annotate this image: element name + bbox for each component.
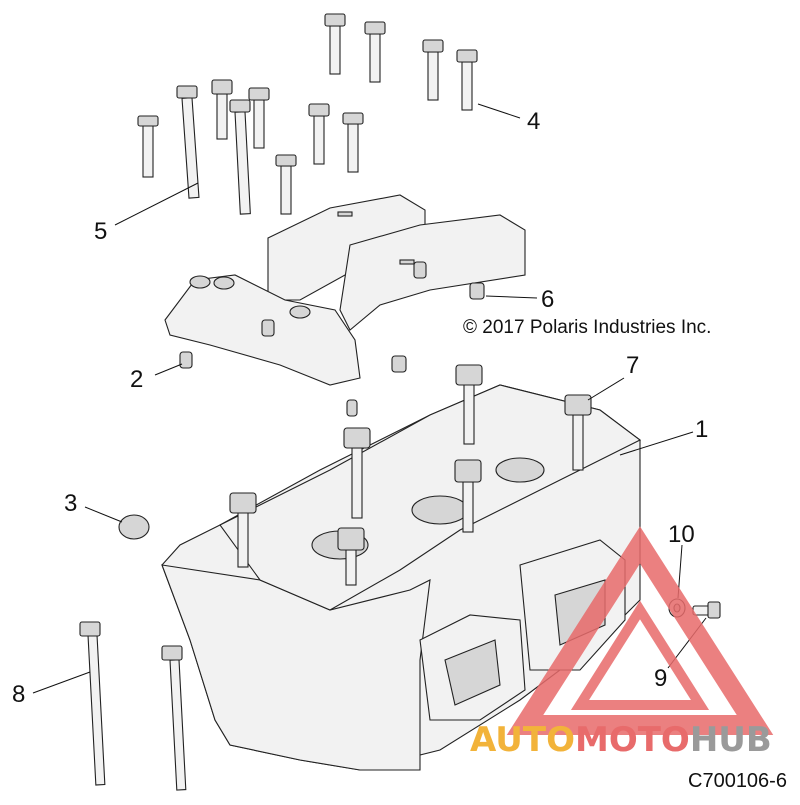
leader-lines (32, 103, 707, 694)
long-bolt-group-8 (79, 621, 187, 791)
watermark-text: AUTOMOTOHUB (470, 720, 772, 760)
dowel-pin (261, 319, 275, 337)
dowel-pin (179, 351, 193, 369)
head-bolt (455, 364, 483, 445)
bolt (364, 21, 386, 83)
long-bolt (79, 621, 106, 786)
callout-5: 5 (94, 218, 108, 245)
callout-2: 2 (130, 366, 144, 393)
plug (118, 514, 150, 540)
watermark-text-moto: MOTO (574, 720, 690, 760)
watermark-logo (506, 526, 774, 735)
bolt (137, 115, 159, 178)
dowel-pin (391, 355, 407, 373)
head-bolt (454, 459, 482, 533)
callout-7: 7 (626, 352, 640, 379)
copyright-notice: © 2017 Polaris Industries Inc. (463, 317, 712, 338)
small-bolt (692, 601, 721, 619)
cam-carrier-rear (267, 194, 526, 331)
dowel-pin (413, 261, 427, 279)
dowel-pin (469, 282, 485, 300)
head-bolt (337, 527, 365, 586)
callout-9: 9 (654, 665, 668, 692)
bolt (324, 13, 346, 75)
head-bolt (229, 492, 257, 568)
dowel-pin (346, 399, 358, 417)
long-bolt (161, 645, 187, 791)
bolt (308, 103, 330, 165)
cylinder-head (161, 384, 642, 771)
bolt (176, 85, 200, 199)
bolt (211, 79, 233, 140)
bolt (275, 154, 297, 215)
callout-10: 10 (668, 521, 695, 548)
callout-6: 6 (541, 286, 555, 313)
watermark-triangle-icon (506, 526, 774, 735)
bolt (456, 49, 478, 111)
bolt (248, 87, 270, 149)
bolt (229, 99, 251, 215)
callout-4: 4 (527, 108, 541, 135)
head-bolt-group-7 (229, 364, 592, 586)
bolt-group-4 (324, 13, 478, 111)
head-bolt (343, 427, 371, 519)
bolt-group-5 (137, 79, 364, 215)
bolt (422, 39, 444, 101)
watermark-text-auto: AUTO (470, 720, 575, 760)
callout-3: 3 (64, 490, 78, 517)
watermark-text-hub: HUB (689, 720, 772, 760)
callout-8: 8 (12, 681, 26, 708)
bolt (342, 112, 364, 173)
head-bolt (564, 394, 592, 471)
figure-id: C700106-6 (688, 770, 787, 792)
callout-1: 1 (695, 416, 709, 443)
